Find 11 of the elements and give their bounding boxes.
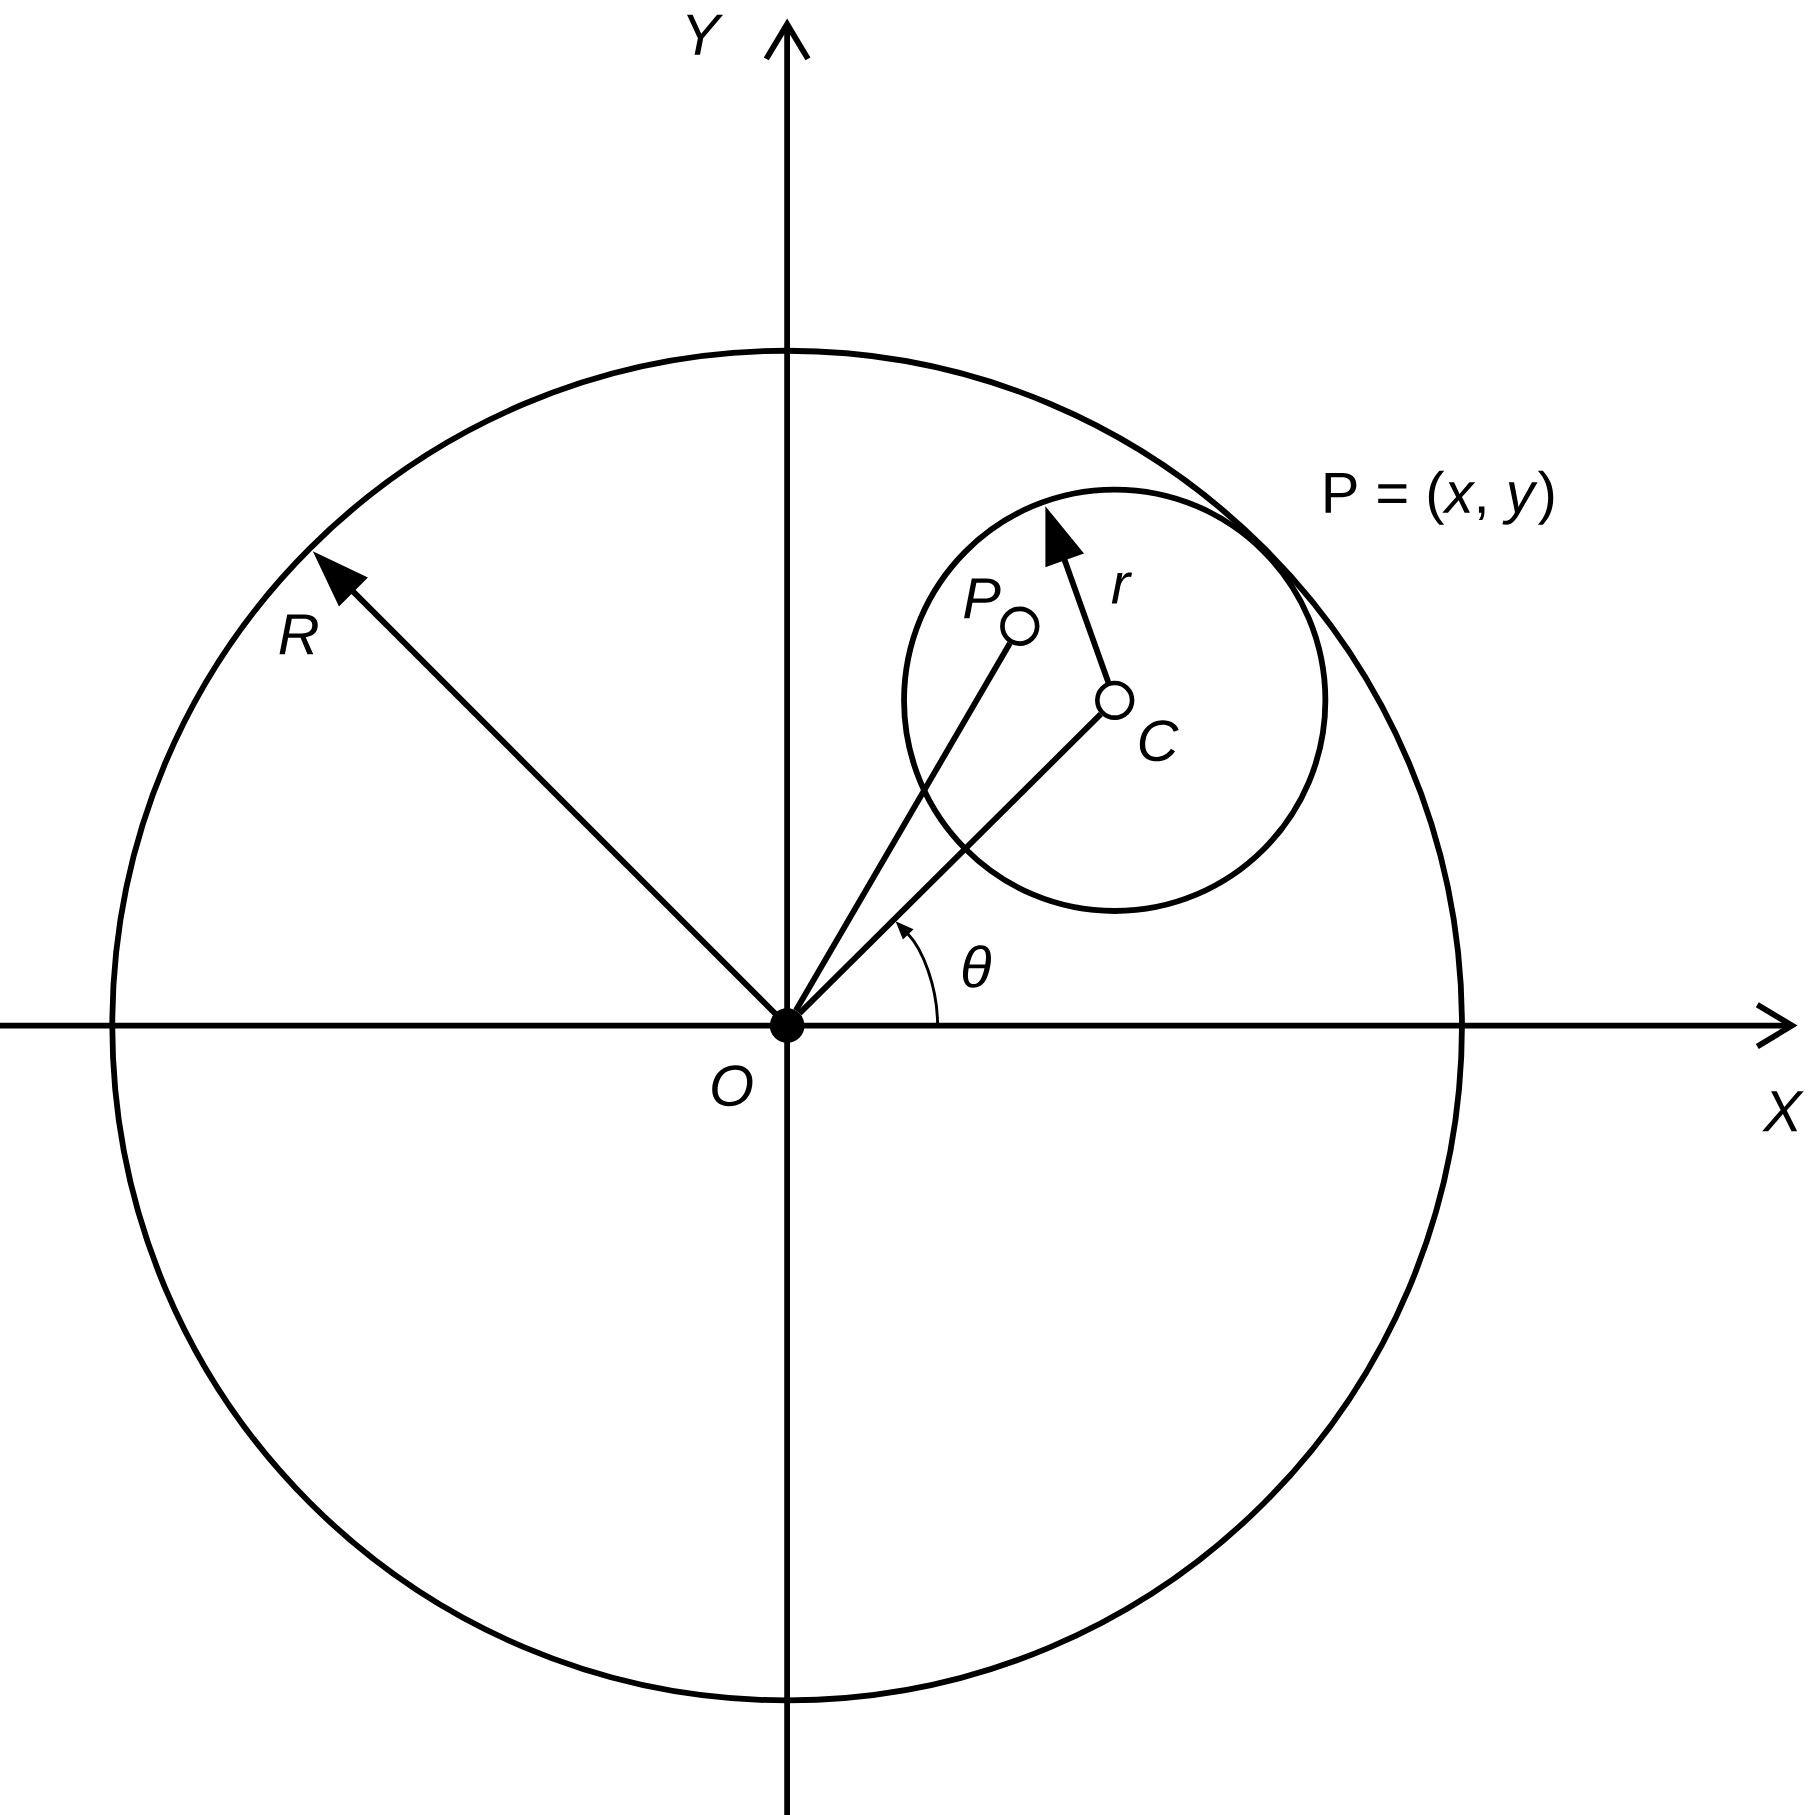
point-label: O	[712, 1065, 753, 1107]
axis-label: X	[1762, 1091, 1804, 1132]
line-segment	[797, 712, 1103, 1016]
line-segment	[793, 641, 1013, 1013]
angle-label: θ	[963, 945, 992, 988]
point-label: P	[964, 578, 1001, 619]
coordinate-label: P = (x, y)	[1325, 470, 1554, 525]
radius-label: R	[279, 614, 318, 655]
axis-label: Y	[687, 14, 724, 55]
point-label: C	[1140, 720, 1179, 762]
radius-label: r	[1112, 572, 1133, 604]
